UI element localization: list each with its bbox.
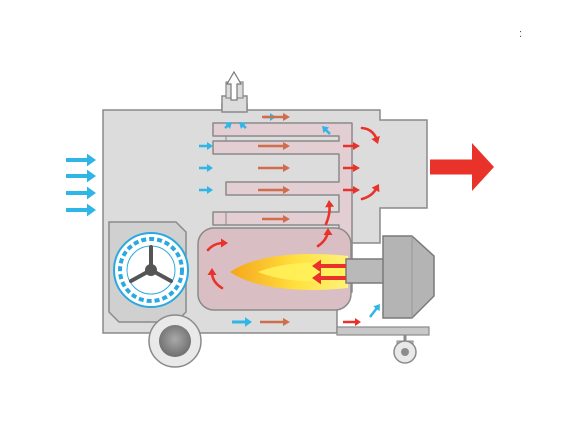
- castor-wheel-icon: [393, 340, 417, 364]
- hot-air-arrow: [343, 142, 360, 150]
- warm-air-arrow: [262, 113, 290, 121]
- hot-air-curve-head: [325, 200, 335, 208]
- cold-air-arrow: [199, 164, 213, 172]
- cold-air-arrow: [322, 126, 331, 135]
- cold-air-arrow: [239, 122, 247, 129]
- hot-air-return-arrow: [312, 271, 346, 285]
- cold-air-arrow: [369, 304, 380, 318]
- warm-air-arrow: [262, 215, 290, 223]
- hot-air-arrow: [343, 318, 361, 326]
- warm-air-arrow: [260, 318, 290, 326]
- cold-air-intake-arrow: [66, 153, 96, 167]
- cold-air-arrow: [199, 142, 213, 150]
- hot-air-return-arrow: [312, 259, 346, 273]
- cold-air-intake-arrow: [66, 169, 96, 183]
- hot-air-curve-head: [207, 268, 217, 275]
- trolley-chassis: [336, 326, 430, 344]
- corner-mark: :: [519, 28, 523, 40]
- warm-air-arrow: [258, 186, 290, 194]
- cold-air-intake-arrow: [66, 186, 96, 200]
- exhaust-arrow: [225, 70, 243, 101]
- hot-air-curve-head: [371, 184, 380, 193]
- large-wheel-icon: [148, 314, 202, 368]
- air-flow-arrows: [66, 113, 494, 327]
- cold-air-arrow: [232, 317, 252, 327]
- warm-air-arrow: [258, 142, 290, 150]
- hot-air-arrow: [343, 164, 360, 172]
- cold-air-arrow: [224, 122, 232, 129]
- burner-unit-icon: [345, 235, 435, 319]
- hot-air-arrow: [343, 186, 360, 194]
- hot-air-curve-head: [323, 228, 333, 235]
- warm-air-arrow: [258, 164, 290, 172]
- hot-air-curve-head: [371, 135, 380, 144]
- cold-air-arrow: [199, 186, 213, 194]
- hot-air-outlet-arrow: [430, 143, 494, 191]
- hot-air-curve-head: [221, 238, 228, 248]
- centrifugal-fan-icon: [108, 221, 189, 323]
- chimney-icon: [221, 70, 248, 113]
- cold-air-intake-arrow: [66, 203, 96, 217]
